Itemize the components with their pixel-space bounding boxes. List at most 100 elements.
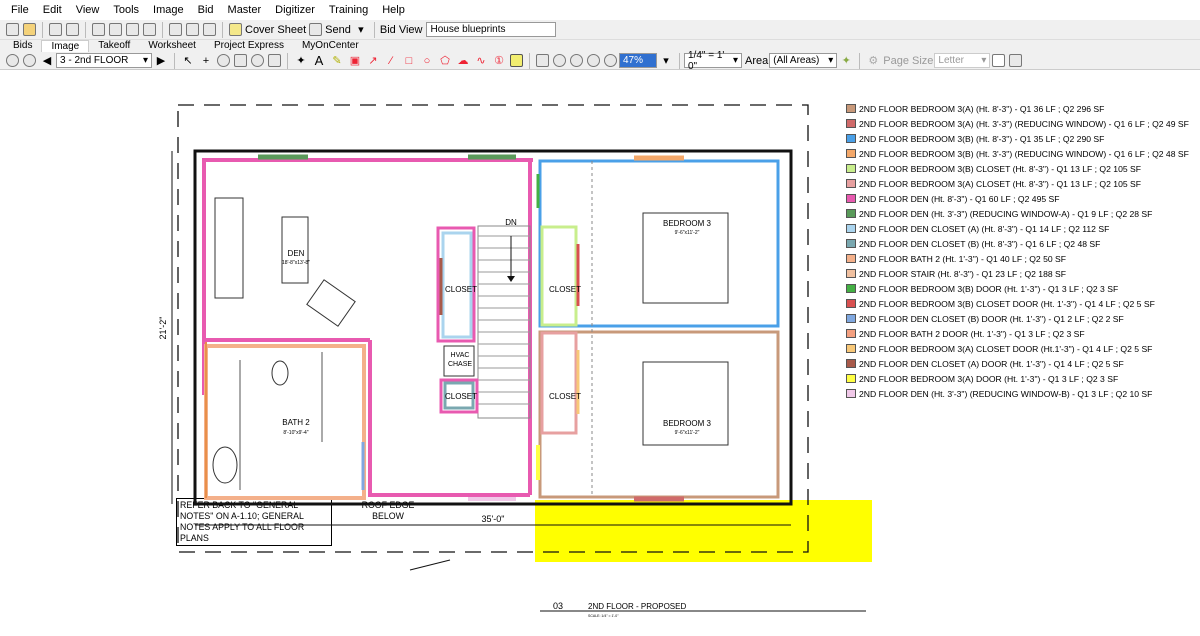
legend-item[interactable]: 2ND FLOOR DEN CLOSET (A) (Ht. 8'-3") - Q… bbox=[846, 221, 1196, 236]
chevron-down-icon[interactable]: ▾ bbox=[358, 24, 364, 36]
previous-page-icon[interactable]: ◀ bbox=[42, 55, 52, 67]
arrow-icon[interactable]: ↗ bbox=[368, 55, 378, 67]
menu-image[interactable]: Image bbox=[153, 4, 184, 16]
delete-icon[interactable] bbox=[169, 23, 182, 36]
legend-swatch bbox=[846, 269, 856, 278]
menu-training[interactable]: Training bbox=[328, 4, 369, 16]
next-page-icon[interactable]: ▶ bbox=[156, 55, 166, 67]
chair bbox=[306, 279, 356, 327]
legend-item[interactable]: 2ND FLOOR STAIR (Ht. 8'-3") - Q1 23 LF ;… bbox=[846, 266, 1196, 281]
zoom-previous-icon[interactable] bbox=[587, 54, 600, 67]
fit-page-icon[interactable] bbox=[536, 54, 549, 67]
pan-hand-icon[interactable] bbox=[268, 54, 281, 67]
open-folder-icon[interactable] bbox=[23, 23, 36, 36]
wand-icon[interactable]: ✦ bbox=[841, 55, 851, 67]
magnify-icon[interactable] bbox=[251, 54, 264, 67]
menu-tools[interactable]: Tools bbox=[113, 4, 140, 16]
main-toolbar: Cover Sheet Send ▾ Bid View House bluepr… bbox=[0, 20, 1200, 40]
area-select[interactable]: (All Areas) ▾ bbox=[769, 53, 838, 68]
legend-text: 2ND FLOOR BEDROOM 3(A) (Ht. 3'-3") (REDU… bbox=[859, 118, 1189, 129]
legend-item[interactable]: 2ND FLOOR BEDROOM 3(B) DOOR (Ht. 1'-3") … bbox=[846, 281, 1196, 296]
forward-icon[interactable] bbox=[23, 54, 36, 67]
tab-image[interactable]: Image bbox=[41, 40, 90, 52]
zoom-next-icon[interactable] bbox=[604, 54, 617, 67]
menu-file[interactable]: File bbox=[11, 4, 29, 16]
separator bbox=[42, 21, 43, 38]
legend-item[interactable]: 2ND FLOOR BEDROOM 3(A) (Ht. 8'-3") - Q1 … bbox=[846, 101, 1196, 116]
zoom-window-icon[interactable] bbox=[234, 54, 247, 67]
sparkle-icon[interactable]: ✦ bbox=[296, 55, 306, 67]
pointer-icon[interactable]: ↖ bbox=[183, 55, 193, 67]
drawing-canvas[interactable]: DEN 18'-8"x13'-8" BATH 2 8'-10"x9'-4" BE… bbox=[0, 70, 1200, 636]
page-select[interactable]: 3 - 2nd FLOOR ▾ bbox=[56, 53, 152, 68]
legend-item[interactable]: 2ND FLOOR DEN (Ht. 3'-3") (REDUCING WIND… bbox=[846, 206, 1196, 221]
document-icon[interactable] bbox=[992, 54, 1006, 67]
undo-icon[interactable] bbox=[186, 23, 199, 36]
menu-master[interactable]: Master bbox=[227, 4, 262, 16]
crosshair-icon[interactable]: + bbox=[202, 54, 210, 67]
den-outline bbox=[202, 158, 533, 395]
cloud-icon[interactable]: ☁ bbox=[457, 55, 469, 67]
bid-view-select[interactable]: House blueprints bbox=[426, 22, 557, 37]
highlighter-icon[interactable]: ✎ bbox=[332, 55, 342, 67]
ellipse-icon[interactable]: ○ bbox=[423, 54, 431, 67]
legend-item[interactable]: 2ND FLOOR DEN (Ht. 8'-3") - Q1 60 LF ; Q… bbox=[846, 191, 1196, 206]
menu-view[interactable]: View bbox=[75, 4, 100, 16]
freehand-icon[interactable]: ∿ bbox=[476, 55, 486, 67]
tab-myoncenter[interactable]: MyOnCenter bbox=[301, 40, 359, 51]
callout-icon[interactable]: ① bbox=[494, 55, 504, 67]
menu-digitizer[interactable]: Digitizer bbox=[275, 4, 315, 16]
legend-item[interactable]: 2ND FLOOR BEDROOM 3(B) (Ht. 8'-3") - Q1 … bbox=[846, 131, 1196, 146]
menu-help[interactable]: Help bbox=[382, 4, 405, 16]
zoom-out-icon[interactable] bbox=[570, 54, 583, 67]
printer-icon[interactable] bbox=[1009, 54, 1023, 67]
tab-project-express[interactable]: Project Express bbox=[213, 40, 284, 51]
legend-item[interactable]: 2ND FLOOR BEDROOM 3(A) DOOR (Ht. 1'-3") … bbox=[846, 371, 1196, 386]
legend-item[interactable]: 2ND FLOOR DEN CLOSET (A) DOOR (Ht. 1'-3"… bbox=[846, 356, 1196, 371]
legend-item[interactable]: 2ND FLOOR BEDROOM 3(B) (Ht. 3'-3") (REDU… bbox=[846, 146, 1196, 161]
den-closet-b-outline bbox=[439, 378, 479, 414]
legend-item[interactable]: 2ND FLOOR BEDROOM 3(A) (Ht. 3'-3") (REDU… bbox=[846, 116, 1196, 131]
legend-item[interactable]: 2ND FLOOR BEDROOM 3(B) CLOSET DOOR (Ht. … bbox=[846, 296, 1196, 311]
legend-item[interactable]: 2ND FLOOR DEN (Ht. 3'-3") (REDUCING WIND… bbox=[846, 386, 1196, 401]
drawing-number: 03 bbox=[553, 601, 563, 611]
tab-worksheet[interactable]: Worksheet bbox=[148, 40, 196, 51]
legend-item[interactable]: 2ND FLOOR BEDROOM 3(A) CLOSET DOOR (Ht.1… bbox=[846, 341, 1196, 356]
new-icon[interactable] bbox=[6, 23, 19, 36]
send-button[interactable]: Send bbox=[325, 23, 351, 36]
zoom-in-icon[interactable] bbox=[553, 54, 566, 67]
find-icon[interactable] bbox=[66, 23, 79, 36]
text-tool-icon[interactable]: A bbox=[314, 53, 324, 68]
legend-item[interactable]: 2ND FLOOR BATH 2 (Ht. 1'-3") - Q1 40 LF … bbox=[846, 251, 1196, 266]
paste-icon[interactable] bbox=[126, 23, 139, 36]
copy-icon[interactable] bbox=[109, 23, 122, 36]
tab-takeoff[interactable]: Takeoff bbox=[98, 40, 131, 51]
stamp-icon[interactable]: ▣ bbox=[349, 55, 361, 67]
menu-edit[interactable]: Edit bbox=[42, 4, 62, 16]
chevron-down-icon[interactable]: ▾ bbox=[663, 55, 669, 67]
cut-icon[interactable] bbox=[92, 23, 105, 36]
rectangle-icon[interactable]: □ bbox=[405, 54, 413, 67]
scale-select[interactable]: 1/4" = 1' 0" ▾ bbox=[684, 50, 742, 72]
tab-bids[interactable]: Bids bbox=[13, 40, 33, 51]
back-icon[interactable] bbox=[6, 54, 19, 67]
redo-icon[interactable] bbox=[203, 23, 216, 36]
paste-special-icon[interactable] bbox=[143, 23, 156, 36]
print-icon[interactable] bbox=[49, 23, 62, 36]
menu-bid[interactable]: Bid bbox=[197, 4, 214, 16]
zoom-select[interactable]: 47% bbox=[619, 53, 657, 68]
bid-view-label: Bid View bbox=[379, 23, 423, 36]
zoom-box-icon[interactable] bbox=[217, 54, 230, 67]
page-setup-icon[interactable]: ⚙ bbox=[868, 55, 879, 67]
legend-item[interactable]: 2ND FLOOR BEDROOM 3(A) CLOSET (Ht. 8'-3"… bbox=[846, 176, 1196, 191]
polygon-icon[interactable]: ⬠ bbox=[440, 55, 450, 67]
legend-item[interactable]: 2ND FLOOR BATH 2 DOOR (Ht. 1'-3") - Q1 3… bbox=[846, 326, 1196, 341]
legend-item[interactable]: 2ND FLOOR BEDROOM 3(B) CLOSET (Ht. 8'-3"… bbox=[846, 161, 1196, 176]
note-icon[interactable] bbox=[510, 54, 523, 67]
page-size-select[interactable]: Letter ▾ bbox=[934, 53, 991, 68]
legend-text: 2ND FLOOR DEN CLOSET (A) DOOR (Ht. 1'-3"… bbox=[859, 358, 1124, 369]
cover-sheet-button[interactable]: Cover Sheet bbox=[245, 23, 307, 36]
legend-item[interactable]: 2ND FLOOR DEN CLOSET (B) DOOR (Ht. 1'-3"… bbox=[846, 311, 1196, 326]
line-icon[interactable]: ∕ bbox=[390, 54, 392, 67]
legend-item[interactable]: 2ND FLOOR DEN CLOSET (B) (Ht. 8'-3") - Q… bbox=[846, 236, 1196, 251]
